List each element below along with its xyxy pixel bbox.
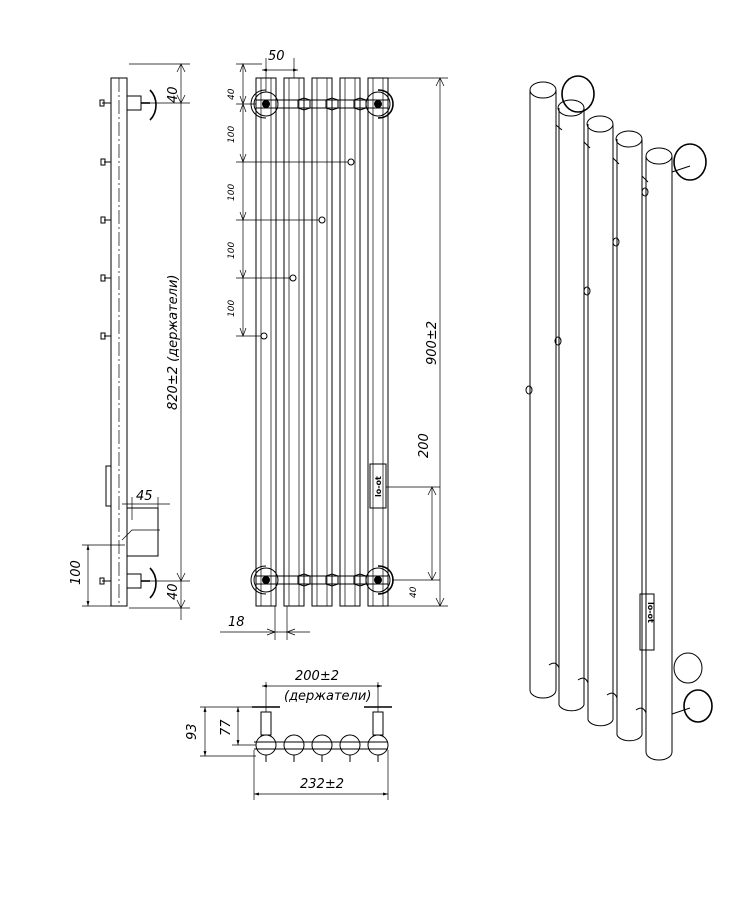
front-top-bar bbox=[250, 89, 394, 119]
side-top-holder bbox=[99, 89, 157, 121]
front-tube-1 bbox=[255, 77, 277, 607]
side-dim-holders: 820±2 (держатели) bbox=[166, 275, 181, 411]
front-dim-edge-bottom: 40 bbox=[409, 586, 419, 598]
top-dim-holders-width: 200±2 bbox=[295, 669, 339, 684]
front-dim-total-height: 900±2 bbox=[425, 321, 440, 365]
front-tube-5 bbox=[367, 77, 389, 607]
iso-tube-4-top bbox=[615, 130, 643, 148]
top-holder-left bbox=[260, 711, 272, 736]
top-tube-3 bbox=[311, 734, 333, 756]
front-bottom-bar bbox=[250, 565, 394, 595]
iso-view: lo-ot bbox=[525, 75, 713, 761]
front-tube-2 bbox=[283, 77, 305, 607]
side-bottom-holder bbox=[99, 567, 157, 599]
front-dim-spacing-4: 100 bbox=[227, 300, 237, 317]
iso-tube-2-top bbox=[557, 99, 585, 117]
side-dim-bottom: 40 bbox=[166, 583, 181, 600]
front-tube-3 bbox=[311, 77, 333, 607]
top-dim-depth-outer: 93 bbox=[185, 723, 200, 740]
iso-top-holder-right bbox=[673, 143, 707, 181]
top-dim-holders-note: (держатели) bbox=[284, 689, 371, 704]
top-holder-right bbox=[372, 711, 384, 736]
iso-bottom-holder-2 bbox=[683, 689, 713, 723]
front-tube-4 bbox=[339, 77, 361, 607]
iso-top-holder-left bbox=[561, 75, 595, 113]
top-tube-1 bbox=[255, 734, 277, 756]
front-connector bbox=[369, 463, 387, 509]
side-dim-top: 40 bbox=[166, 86, 181, 103]
top-dim-depth-inner: 77 bbox=[219, 719, 234, 736]
top-dim-total-width: 232±2 bbox=[300, 777, 344, 792]
iso-connector bbox=[639, 593, 655, 651]
front-hooks bbox=[236, 158, 355, 340]
top-view: 200±2 (держатели) 232±2 93 77 bbox=[185, 669, 392, 800]
front-dim-edge-top: 40 bbox=[227, 88, 237, 100]
top-tube-5 bbox=[367, 734, 389, 756]
front-dim-spacing-1: 100 bbox=[227, 126, 237, 143]
front-dim-spacing-3: 100 bbox=[227, 242, 237, 259]
iso-tube-3-top bbox=[586, 115, 614, 133]
side-connector bbox=[105, 465, 112, 507]
iso-tube-1-top bbox=[529, 81, 557, 99]
side-view: 40 820±2 (держатели) 45 100 40 bbox=[69, 63, 190, 620]
iso-hooks bbox=[525, 187, 649, 395]
iso-logo: lo-ot bbox=[646, 602, 655, 623]
front-dim-spacing-2: 100 bbox=[227, 184, 237, 201]
front-dim-connector: 200 bbox=[417, 433, 432, 458]
front-dim-pitch: 50 bbox=[268, 49, 285, 64]
side-dim-offset: 45 bbox=[136, 489, 153, 504]
side-dim-bottom-holder: 100 bbox=[69, 560, 84, 585]
iso-tube-5-top bbox=[645, 147, 673, 165]
side-hooks bbox=[100, 158, 111, 340]
top-tube-4 bbox=[339, 734, 361, 756]
front-view: lo-ot 40 100 100 100 100 50 900±2 200 bbox=[220, 49, 448, 640]
front-dim-tube: 18 bbox=[228, 615, 245, 630]
top-tube-2 bbox=[283, 734, 305, 756]
iso-bottom-holder-1 bbox=[673, 652, 703, 684]
front-logo: lo-ot bbox=[374, 476, 383, 497]
